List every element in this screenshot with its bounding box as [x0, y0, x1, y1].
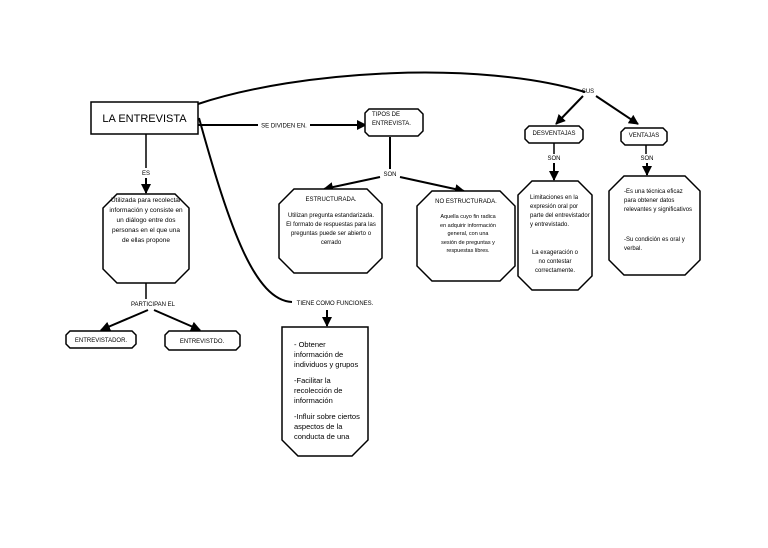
arrow-to-entrevistador: [100, 309, 149, 332]
desventajas-detail-box: [517, 180, 593, 291]
tipos-title: TIPOS DE ENTREVISTA.: [372, 112, 411, 127]
definition-box: [102, 193, 190, 284]
estructurada-title: ESTRUCTURADA.: [305, 197, 357, 203]
arrow-to-ventajas: [595, 95, 639, 125]
definition-text: Utilizada para recolectar información y …: [109, 197, 183, 244]
label-son-tipos: SON: [383, 172, 396, 178]
no-estructurada-text: Aquella cuyo fin radica en adquirir info…: [440, 214, 496, 254]
functions-list: - Obtener información de individuos y gr…: [294, 340, 366, 448]
ventajas-text-2: -Su condición es oral y verbal.: [624, 237, 685, 252]
function-item-2: -Facilitar la recolección de información: [294, 376, 343, 405]
desventajas-text-2: La exageración o no contestar correctame…: [531, 250, 579, 274]
tipos-box: [364, 108, 424, 137]
label-sus: SUS: [582, 89, 594, 95]
entrevistado-box: [164, 330, 241, 351]
arrow-to-entrevistado: [153, 309, 201, 331]
estructurada-text: Utilizan pregunta estandarizada. El form…: [286, 213, 376, 246]
entrevistador-text: ENTREVISTADOR.: [75, 338, 128, 344]
function-item-1: - Obtener información de individuos y gr…: [294, 340, 359, 369]
ventajas-text-1: -Es una técnica eficaz para obtener dato…: [624, 189, 693, 213]
estructurada-box: [278, 188, 383, 274]
label-participan: PARTICIPAN EL: [131, 302, 176, 308]
label-son-ventajas: SON: [640, 156, 653, 162]
no-estructurada-box: [416, 190, 516, 282]
desventajas-title: DESVENTAJAS: [532, 131, 576, 137]
arrow-to-estructurada: [323, 176, 381, 193]
entrevistado-text: ENTREVISTDO.: [180, 339, 225, 345]
ventajas-detail-box: [608, 175, 701, 276]
label-es: ES: [142, 171, 150, 177]
desventajas-box: [524, 125, 584, 144]
ventajas-box: [620, 127, 668, 146]
functions-box: [281, 326, 369, 457]
desventajas-text-1: Limitaciones en la expresión oral por pa…: [530, 195, 590, 228]
label-son-desventajas: SON: [547, 156, 560, 162]
entrevistador-box: [65, 330, 137, 349]
no-estructurada-title: NO ESTRUCTURADA.: [435, 199, 497, 205]
connector-funciones: [198, 117, 293, 303]
title-text: LA ENTREVISTA: [102, 113, 187, 125]
ventajas-title: VENTAJAS: [628, 133, 660, 139]
arrow-to-no-estructurada: [399, 176, 465, 194]
connector-sus: [197, 71, 586, 105]
title-box: [90, 101, 199, 135]
function-item-3: -Influir sobre ciertos aspectos de la co…: [294, 412, 360, 441]
label-se-dividen: SE DIVIDEN EN.: [261, 124, 307, 130]
arrow-to-desventajas: [555, 95, 584, 125]
label-tiene-funciones: TIENE COMO FUNCIONES.: [297, 301, 374, 307]
